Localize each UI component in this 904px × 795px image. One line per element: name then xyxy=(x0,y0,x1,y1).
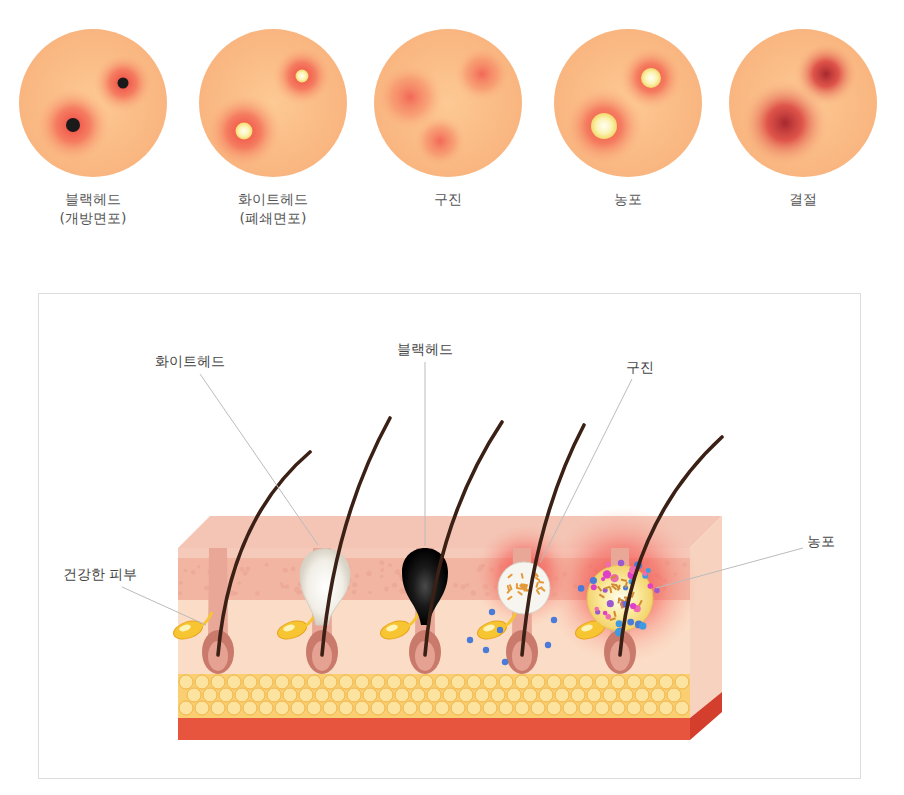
leader-line xyxy=(540,379,632,563)
lesion-label: 화이트헤드 xyxy=(198,190,348,209)
lesion-circle-shape xyxy=(373,28,523,178)
lesion-label: (폐쇄면포) xyxy=(198,209,348,228)
lesion-label: 구진 xyxy=(373,190,523,209)
skin-block xyxy=(171,418,722,740)
callout-label: 구진 xyxy=(624,358,656,376)
lesion-circle-shape xyxy=(18,28,168,178)
lesion-circle-shape xyxy=(198,28,348,178)
lesion-circle: 블랙헤드(개방면포) xyxy=(18,28,168,238)
lesion-circle-shape xyxy=(728,28,878,178)
leader-line xyxy=(122,587,206,625)
leader-line xyxy=(425,362,426,546)
callout-label: 건강한 피부 xyxy=(61,565,139,583)
lesion-circle: 결절 xyxy=(728,28,878,238)
lesion-circle: 농포 xyxy=(553,28,703,238)
lesion-label-group: 블랙헤드(개방면포) xyxy=(18,190,168,228)
lesion-label: (개방면포) xyxy=(18,209,168,228)
lesion-label-group: 화이트헤드(폐쇄면포) xyxy=(198,190,348,228)
callout-label: 농포 xyxy=(805,532,837,550)
lesion-circle: 화이트헤드(폐쇄면포) xyxy=(198,28,348,238)
callout-label: 블랙헤드 xyxy=(395,340,455,358)
lesion-circle: 구진 xyxy=(373,28,523,238)
leader-line xyxy=(656,548,803,588)
frame xyxy=(39,294,861,779)
lesion-label-group: 결절 xyxy=(728,190,878,209)
lesion-label: 결절 xyxy=(728,190,878,209)
leader-line xyxy=(200,374,318,545)
lesion-label: 블랙헤드 xyxy=(18,190,168,209)
lesion-label-group: 구진 xyxy=(373,190,523,209)
callout-label: 화이트헤드 xyxy=(153,352,227,370)
lesion-label: 농포 xyxy=(553,190,703,209)
lesion-circle-shape xyxy=(553,28,703,178)
lesion-label-group: 농포 xyxy=(553,190,703,209)
